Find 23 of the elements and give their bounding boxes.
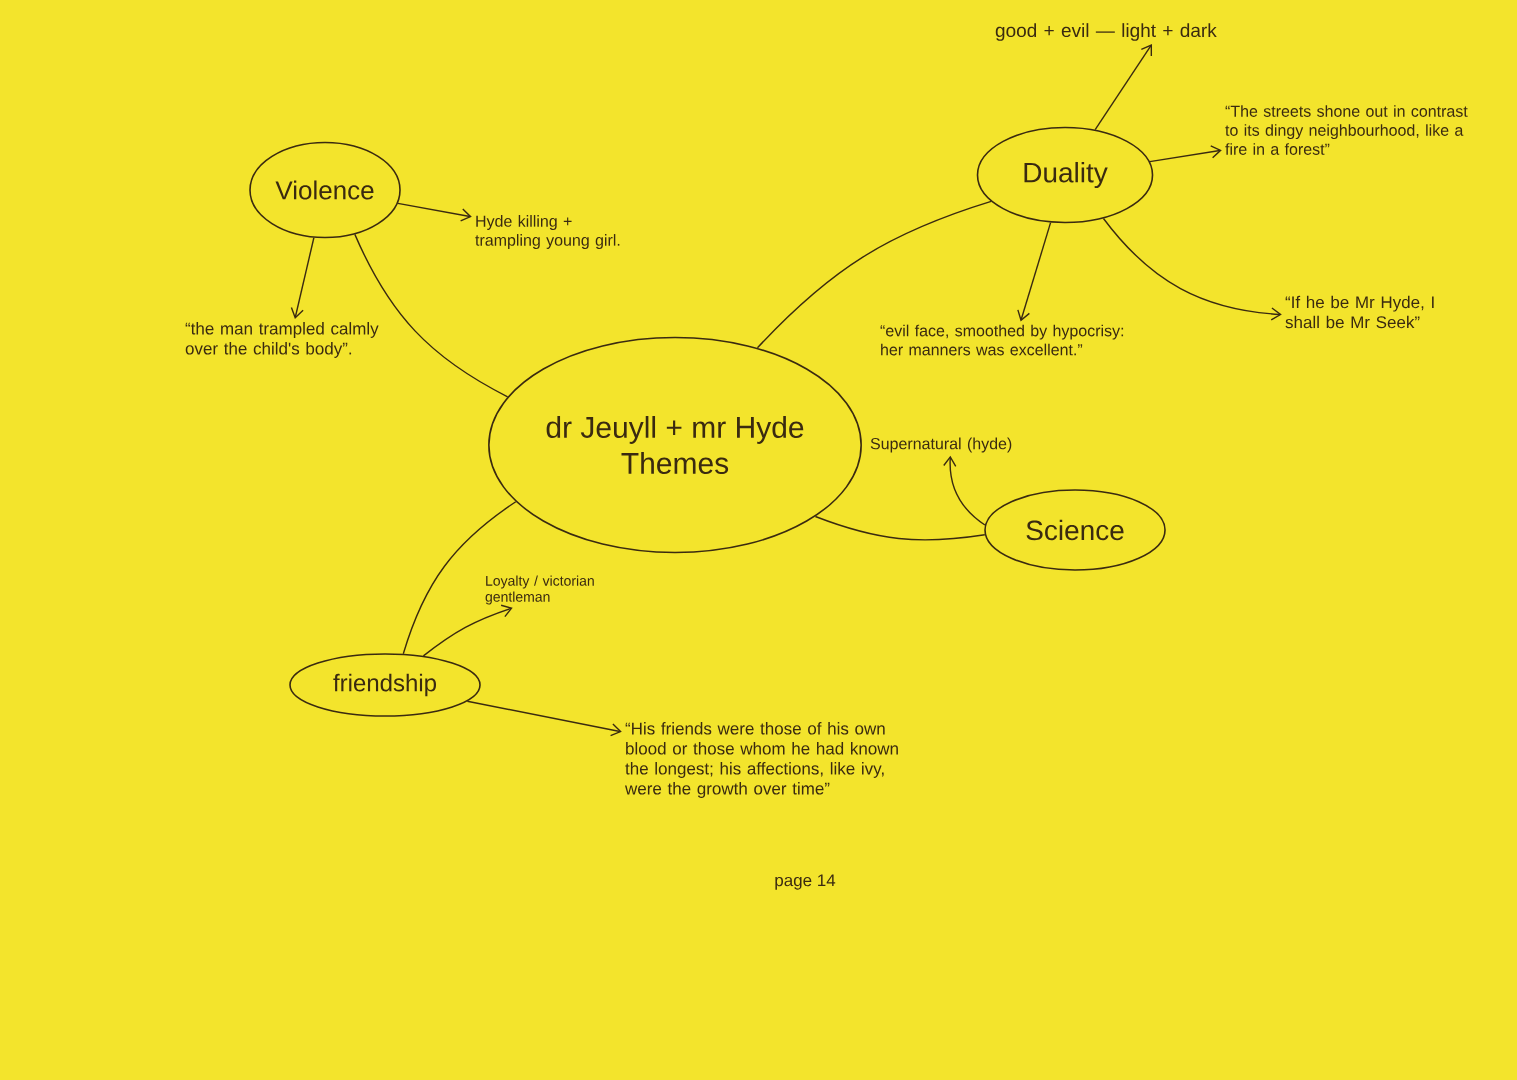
- note-text: “If he be Mr Hyde, I shall be Mr Seek”: [1285, 295, 1434, 329]
- note-text: “The streets shone out in contrast to its dingy neighbourhood, like a fire in a forest”: [1225, 105, 1468, 155]
- connector-line: [402, 501, 517, 655]
- arrow: [1017, 221, 1052, 322]
- note-text: Hyde killing + trampling young girl.: [475, 215, 620, 249]
- note-text: good + evil — light + dark: [995, 23, 1217, 41]
- arrow: [1149, 145, 1222, 163]
- arrow: [422, 604, 513, 657]
- arrow: [397, 202, 472, 222]
- arrow: [290, 237, 315, 319]
- connector-line: [354, 233, 509, 398]
- connector-line: [814, 515, 986, 541]
- page-reference: page 14: [775, 874, 836, 890]
- note-text: “the man trampled calmly over the child's body”.: [185, 322, 379, 358]
- note-text: Loyalty / victorian gentleman: [485, 575, 594, 605]
- note-text: “His friends were those of his own blood or those whom he had known the longest; his affections, like ivy, were the growth over time”: [625, 722, 898, 798]
- arrow: [1094, 44, 1153, 131]
- note-text: Supernatural (hyde): [870, 437, 1012, 453]
- arrow: [943, 455, 986, 526]
- connector-line: [756, 200, 992, 349]
- arrow: [1102, 217, 1282, 321]
- arrow: [466, 700, 622, 737]
- note-text: “evil face, smoothed by hypocrisy: her manners was excellent.”: [880, 324, 1124, 356]
